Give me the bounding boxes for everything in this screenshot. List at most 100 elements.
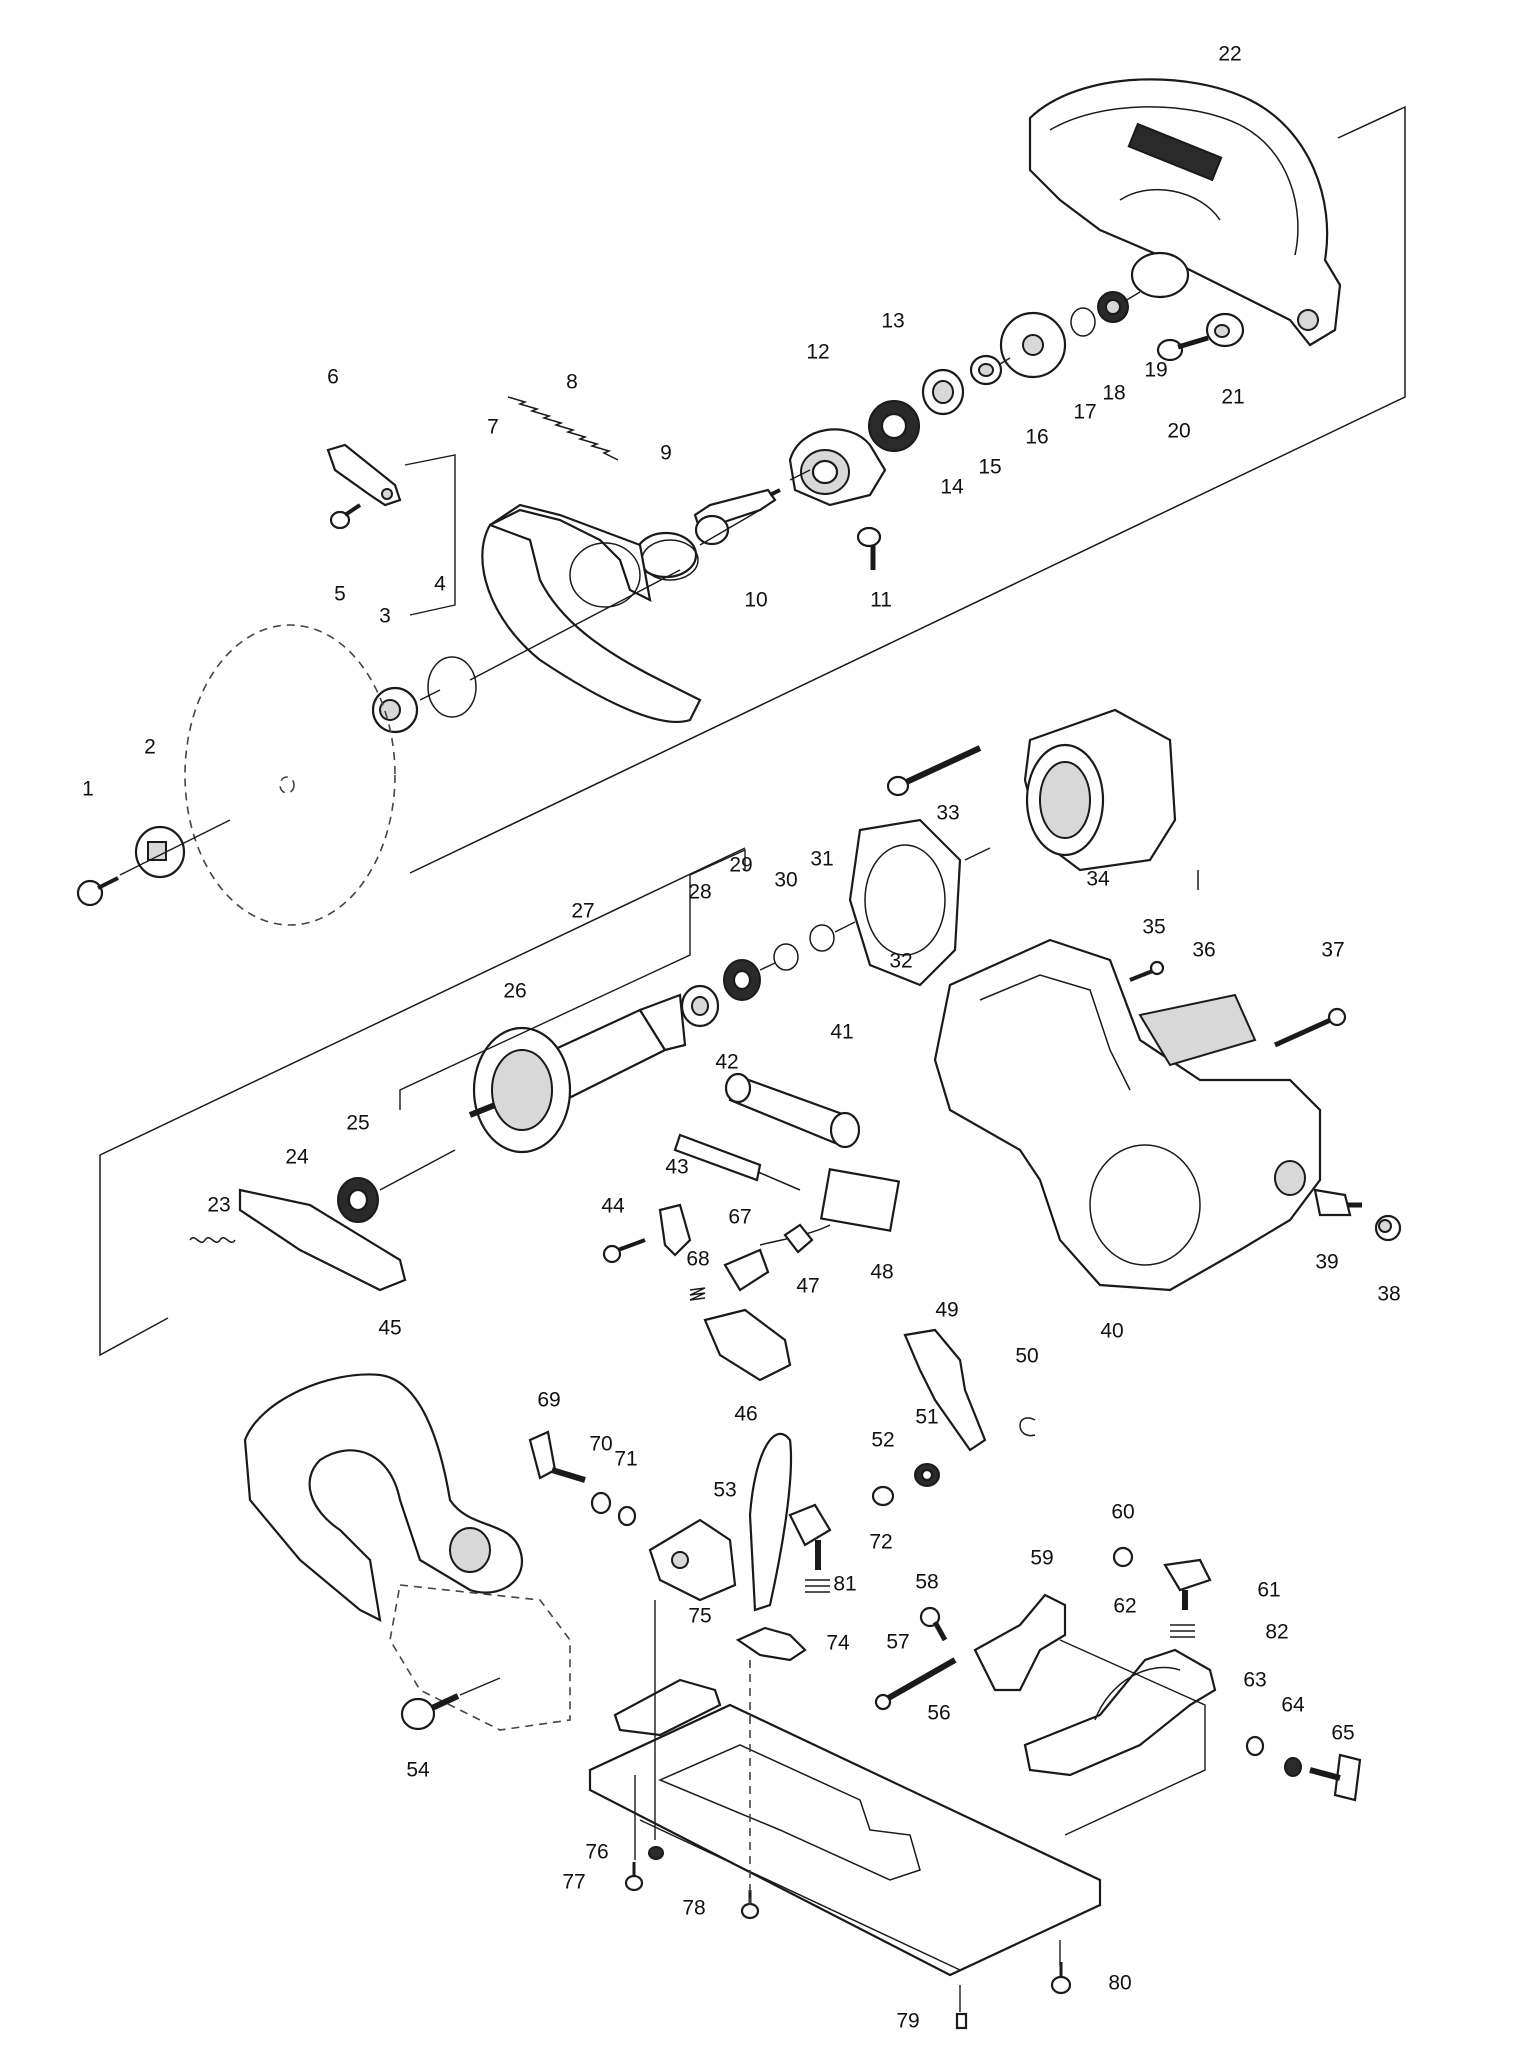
bearing-25: [337, 1177, 379, 1223]
screw-80: [1050, 1962, 1072, 1995]
armature-26: [468, 993, 687, 1154]
part-label-37: 37: [1321, 939, 1344, 962]
lock-plate-24: [238, 1188, 407, 1292]
spring-81: [805, 1579, 830, 1593]
part-label-38: 38: [1377, 1283, 1400, 1306]
part-label-47: 47: [796, 1275, 819, 1298]
part-label-35: 35: [1142, 916, 1165, 939]
spindle-10: [693, 488, 781, 546]
knob-39: [1313, 1188, 1362, 1217]
part-label-58: 58: [915, 1571, 938, 1594]
part-label-48: 48: [870, 1261, 893, 1284]
part-label-27: 27: [571, 900, 594, 923]
part-label-70: 70: [589, 1433, 612, 1456]
part-label-43: 43: [665, 1156, 688, 1179]
washer-70: [590, 1491, 612, 1515]
part-label-45: 45: [378, 1317, 401, 1340]
part-label-74: 74: [826, 1632, 850, 1655]
part-label-62: 62: [1113, 1595, 1136, 1618]
part-label-52: 52: [871, 1429, 894, 1452]
part-label-13: 13: [881, 310, 904, 333]
part-label-34: 34: [1086, 868, 1110, 891]
screw-20: [1156, 335, 1209, 362]
part-label-1: 1: [82, 778, 94, 801]
part-label-41: 41: [830, 1021, 853, 1044]
washer-52: [871, 1485, 895, 1507]
controller-48: [759, 1168, 901, 1246]
screw-76: [648, 1846, 664, 1860]
outer-flange-2: [134, 825, 186, 879]
part-label-4: 4: [434, 573, 446, 596]
sleeve-21: [1205, 312, 1245, 348]
saw-blade-outline: [184, 624, 396, 926]
bevel-plate-62: [1023, 1648, 1217, 1777]
wing-bolt-65: [1309, 1753, 1362, 1802]
base-56: [588, 1703, 1102, 1977]
ring-17: [1070, 307, 1096, 337]
part-label-36: 36: [1192, 939, 1215, 962]
washer-71: [617, 1505, 637, 1527]
bearing-13: [868, 400, 920, 452]
cap-38: [1374, 1214, 1402, 1242]
part-label-64: 64: [1281, 1694, 1305, 1717]
part-label-54: 54: [406, 1759, 430, 1782]
part-label-5: 5: [334, 583, 346, 606]
motor-housing-40: [933, 938, 1322, 1292]
wing-bolt-61: [1163, 1558, 1212, 1610]
part-label-44: 44: [601, 1195, 625, 1218]
part-label-78: 78: [682, 1897, 705, 1920]
base-assembly-frame-lines: [634, 1600, 1206, 2012]
bearing-29: [723, 959, 761, 1001]
part-label-19: 19: [1144, 359, 1167, 382]
part-label-72: 72: [869, 1531, 892, 1554]
part-label-2: 2: [144, 736, 156, 759]
part-label-61: 61: [1257, 1579, 1280, 1602]
plate-75: [613, 1678, 722, 1737]
bracket-59: [973, 1593, 1067, 1692]
sleeve-41: [724, 1072, 861, 1149]
spring-68: [689, 1287, 706, 1301]
part-label-79: 79: [896, 2010, 919, 2033]
switch-46: [703, 1308, 792, 1382]
bearing-retainer-14: [921, 368, 965, 416]
part-label-76: 76: [585, 1841, 608, 1864]
lever-6: [326, 443, 402, 507]
part-label-49: 49: [935, 1299, 958, 1322]
spring-23: [189, 1237, 236, 1243]
washer-15: [969, 354, 1003, 386]
part-label-10: 10: [744, 589, 767, 612]
part-label-67: 67: [728, 1206, 751, 1229]
screw-35: [1129, 960, 1165, 982]
part-label-53: 53: [713, 1479, 736, 1502]
part-label-14: 14: [940, 476, 964, 499]
part-label-69: 69: [537, 1389, 560, 1412]
screw-5: [329, 503, 362, 530]
bearing-18: [1097, 291, 1129, 323]
bushing-51: [914, 1463, 940, 1487]
part-label-71: 71: [614, 1448, 637, 1471]
blade-arbor-hole: [279, 776, 295, 794]
part-label-77: 77: [562, 1871, 585, 1894]
part-label-46: 46: [734, 1403, 757, 1426]
part-label-29: 29: [729, 854, 752, 877]
part-label-57: 57: [886, 1631, 909, 1654]
part-label-25: 25: [346, 1112, 369, 1135]
screw-58: [919, 1606, 948, 1642]
part-label-22: 22: [1218, 43, 1241, 66]
part-label-3: 3: [379, 605, 391, 628]
part-label-63: 63: [1243, 1669, 1266, 1692]
part-label-65: 65: [1331, 1722, 1354, 1745]
screw-79: [955, 2012, 968, 2030]
field-34: [1023, 708, 1177, 872]
part-label-59: 59: [1030, 1547, 1053, 1570]
part-label-51: 51: [915, 1406, 938, 1429]
part-label-75: 75: [688, 1605, 711, 1628]
part-label-17: 17: [1073, 401, 1096, 424]
part-label-16: 16: [1025, 426, 1048, 449]
part-label-18: 18: [1102, 382, 1125, 405]
part-label-7: 7: [487, 416, 499, 439]
part-label-30: 30: [774, 869, 797, 892]
screw-54: [400, 1677, 501, 1731]
